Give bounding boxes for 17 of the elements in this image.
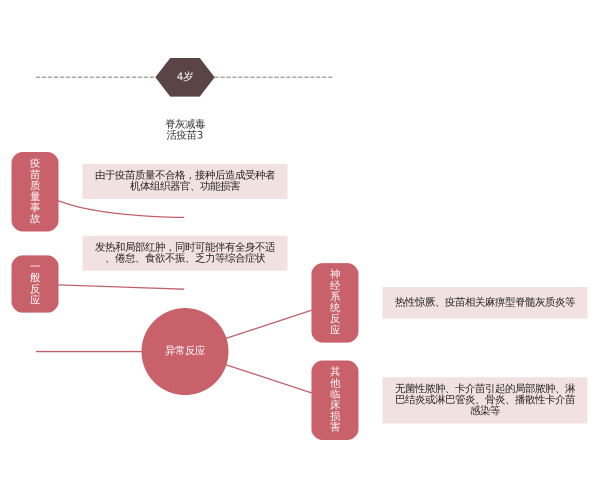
node-box: 热性惊厥、疫苗相关麻痹型脊髓灰质炎等 [382,287,588,319]
connector [226,364,312,394]
node-box: 发热和局部红肿，同时可能伴有全身不适、倦怠、食欲不振、乏力等综合症状 [82,236,288,271]
connector [36,76,156,78]
node-box: 由于疫苗质量不合格，接种后造成受种者机体组织器官、功能损害 [82,164,288,200]
node-box: 一般反应 [12,255,59,313]
connector [36,350,142,352]
node-label: 脊灰减毒活疫苗3 [164,118,205,142]
connector [226,310,312,339]
connector [214,76,334,78]
node-box: 其他临床损害 [311,360,358,440]
node-box: 疫苗质量事故 [12,152,59,232]
connector [58,200,184,218]
node-box: 神经系统反应 [311,263,358,343]
connector [58,284,184,290]
node-box: 无菌性脓肿、卡介苗引起的局部脓肿、淋巴结炎或淋巴管炎、骨炎、播散性卡介苗感染等 [382,377,588,424]
node-circle: 异常反应 [141,308,228,396]
